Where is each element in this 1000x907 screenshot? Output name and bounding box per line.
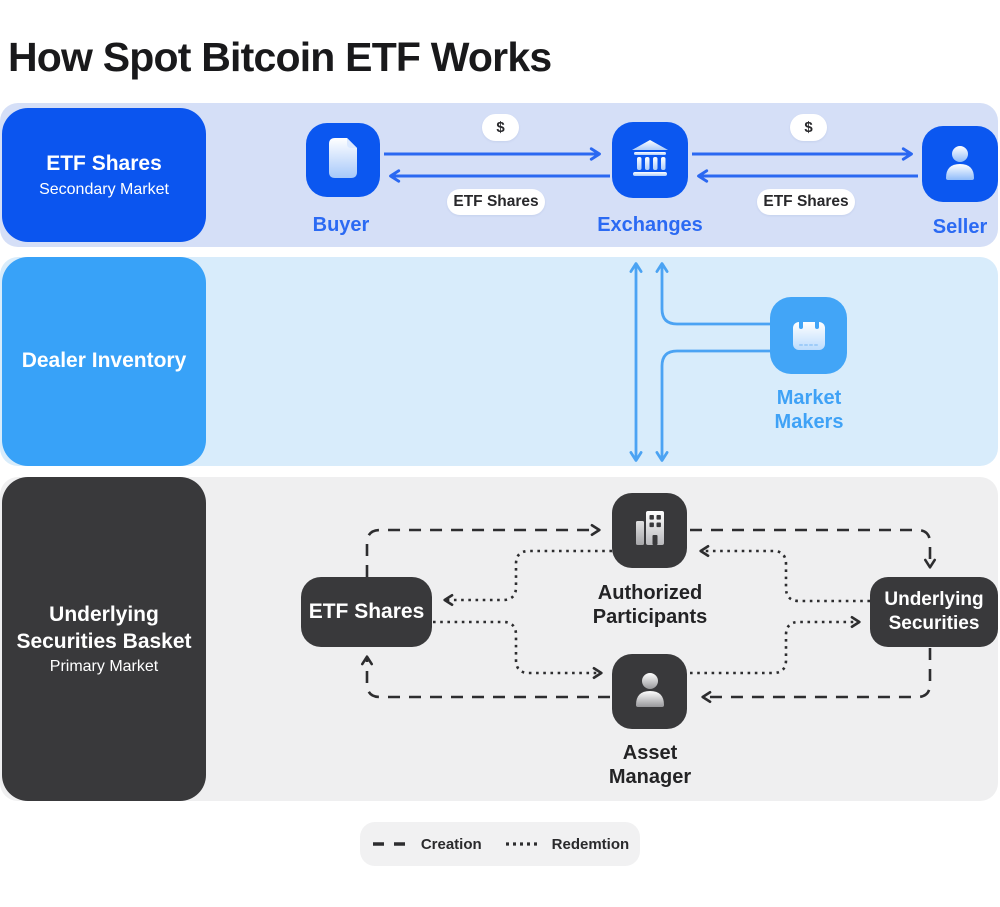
market-makers-label: Market Makers xyxy=(774,387,844,433)
authorized-participants-label: Authorized Participants xyxy=(592,582,708,628)
document-icon xyxy=(323,136,363,185)
cash-badge-buyer-exchanges: $ xyxy=(482,114,519,141)
legend: Creation Redemtion xyxy=(360,822,640,866)
exchanges-node xyxy=(612,122,688,198)
bank-icon xyxy=(628,138,672,183)
seller-label: Seller xyxy=(932,216,988,238)
exchanges-label: Exchanges xyxy=(597,214,703,236)
buyer-label: Buyer xyxy=(312,214,370,236)
etf-shares-badge-buyer-exchanges: ETF Shares xyxy=(447,189,545,215)
creation-dash-swatch xyxy=(372,842,405,846)
asset-manager-node xyxy=(612,654,687,729)
person-icon xyxy=(628,667,672,716)
secondary-market-subtitle: Secondary Market xyxy=(39,180,169,198)
page-title: How Spot Bitcoin ETF Works xyxy=(8,34,552,80)
legend-redemption-label: Redemtion xyxy=(551,835,630,853)
secondary-market-label: ETF Shares Secondary Market xyxy=(2,108,206,242)
legend-creation-label: Creation xyxy=(420,835,482,853)
redemption-dot-swatch xyxy=(505,842,537,846)
market-makers-node xyxy=(770,297,847,374)
etf-shares-badge-exchanges-seller: ETF Shares xyxy=(757,189,855,215)
dealer-inventory-title: Dealer Inventory xyxy=(21,349,187,373)
buyer-node xyxy=(306,123,380,197)
cash-badge-exchanges-seller: $ xyxy=(790,114,827,141)
primary-market-subtitle: Primary Market xyxy=(49,657,159,675)
seller-node xyxy=(922,126,998,202)
office-building-icon xyxy=(629,507,671,554)
primary-market-label: Underlying Securities Basket Primary Mar… xyxy=(2,477,206,801)
authorized-participants-node xyxy=(612,493,687,568)
underlying-securities-box: Underlying Securities xyxy=(870,577,998,647)
etf-shares-box: ETF Shares xyxy=(301,577,432,647)
dealer-inventory-label: Dealer Inventory xyxy=(2,257,206,466)
shopping-bag-icon xyxy=(788,311,830,360)
underlying-securities-text: Underlying Securities xyxy=(884,589,984,634)
primary-market-title: Underlying Securities Basket xyxy=(16,603,192,653)
secondary-market-title: ETF Shares xyxy=(46,152,162,176)
asset-manager-label: Asset Manager xyxy=(608,742,692,788)
person-icon xyxy=(938,140,982,189)
